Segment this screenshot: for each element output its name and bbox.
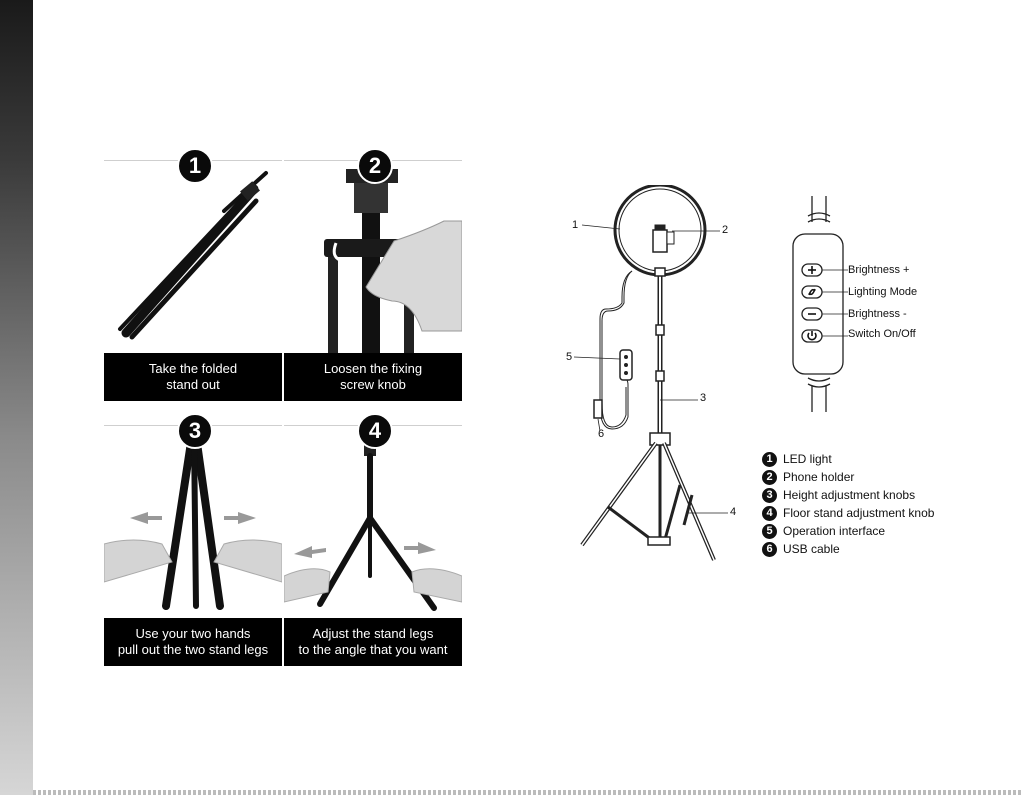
legend-number: 2 (762, 469, 777, 485)
legend-number: 3 (762, 487, 777, 503)
legend-item: 5 Operation interface (762, 522, 934, 540)
step-number-badge: 2 (357, 148, 393, 184)
remote-label-brightness-up: Brightness + (848, 264, 910, 276)
ring-light-diagram (573, 185, 728, 561)
step-caption: Adjust the stand legs to the angle that … (284, 618, 462, 666)
step-panel-1: Take the folded stand out (104, 160, 282, 401)
bottom-dotted-rule (33, 790, 1021, 795)
step-caption: Take the folded stand out (104, 353, 282, 401)
step-number-badge: 1 (177, 148, 213, 184)
remote-control-diagram (792, 196, 848, 412)
folded-stand-illustration (118, 171, 268, 340)
callout-1: 1 (572, 219, 579, 231)
legend-label: LED light (783, 452, 832, 466)
lighting-mode-icon (801, 285, 823, 299)
legend-label: Operation interface (783, 524, 886, 538)
step-number-badge: 3 (177, 413, 213, 449)
step-panel-3: Use your two hands pull out the two stan… (104, 425, 282, 666)
step-caption: Use your two hands pull out the two stan… (104, 618, 282, 666)
step-number-badge: 4 (357, 413, 393, 449)
remote-label-power: Switch On/Off (848, 328, 916, 340)
legend-label: Floor stand adjustment knob (783, 506, 935, 520)
remote-label-brightness-down: Brightness - (848, 308, 907, 320)
callout-6: 6 (598, 428, 605, 440)
legend-label: Height adjustment knobs (783, 488, 916, 502)
legend-item: 2 Phone holder (762, 468, 934, 486)
legend-item: 3 Height adjustment knobs (762, 486, 934, 504)
callout-5: 5 (566, 351, 573, 363)
legend-number: 5 (762, 523, 777, 539)
pull-legs-illustration (104, 432, 282, 610)
adjust-legs-illustration (284, 442, 462, 611)
step-panel-4: Adjust the stand legs to the angle that … (284, 425, 462, 666)
loosen-knob-illustration (324, 169, 462, 353)
callout-3: 3 (700, 392, 707, 404)
legend-item: 6 USB cable (762, 540, 934, 558)
legend-number: 1 (762, 451, 777, 467)
legend-item: 1 LED light (762, 450, 934, 468)
parts-legend: 1 LED light 2 Phone holder 3 Height adjustm… (762, 450, 934, 558)
remote-label-lighting-mode: Lighting Mode (848, 286, 918, 298)
step-caption: Loosen the fixing screw knob (284, 353, 462, 401)
callout-2: 2 (722, 224, 729, 236)
legend-label: USB cable (783, 542, 840, 556)
callout-4: 4 (730, 506, 737, 518)
legend-number: 4 (762, 505, 777, 521)
step-panel-2: Loosen the fixing screw knob (284, 160, 462, 401)
legend-label: Phone holder (783, 470, 855, 484)
legend-item: 4 Floor stand adjustment knob (762, 504, 934, 522)
legend-number: 6 (762, 541, 777, 557)
left-edge-strip (0, 0, 33, 795)
